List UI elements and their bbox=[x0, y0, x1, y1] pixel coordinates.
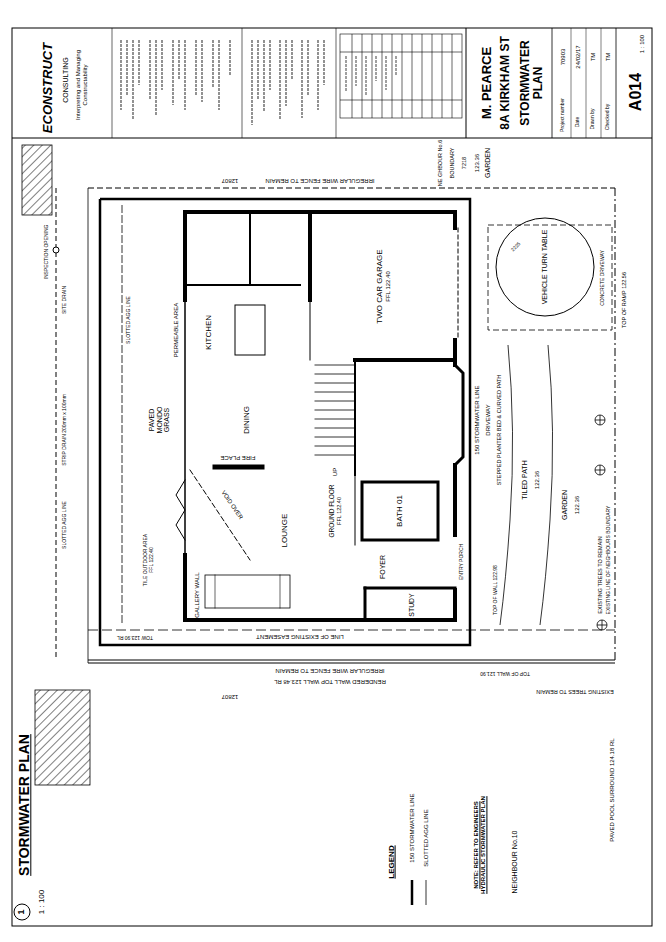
view-number-circle bbox=[14, 904, 30, 920]
annotation-label: 7218 bbox=[461, 157, 467, 169]
legend-text: SLOTTED AGG LINE bbox=[423, 809, 430, 866]
annotation-label: TILE OUTDOOR AREA FFL 122.40 bbox=[143, 530, 154, 590]
annotation-label: EXISTING TREES TO REMAIN bbox=[536, 689, 613, 695]
neighbour-hatch bbox=[22, 145, 90, 785]
legend-samples bbox=[412, 880, 426, 905]
floor-level: FFL 122.40 bbox=[336, 497, 342, 525]
annotation-label: INSPECTION OPENING bbox=[44, 224, 50, 279]
room-area: TWO CAR GARAGEFFL 122.40 bbox=[315, 216, 450, 356]
room-area: STUDY bbox=[370, 592, 452, 617]
room-area: BATH 01 bbox=[364, 484, 436, 538]
room-name: BATH 01 bbox=[395, 495, 404, 527]
annotation-label: SLOTTED AGG LINE bbox=[126, 296, 132, 344]
annotation-label: LEGEND bbox=[388, 845, 397, 878]
annotation-label: ECONSTRUCT bbox=[41, 43, 55, 133]
drawing-title: STORMWATER PLAN bbox=[17, 734, 32, 876]
annotation-label: 70903 bbox=[560, 49, 567, 66]
legend-text: 150 STORMWATER LINE bbox=[409, 793, 416, 862]
annotation-label: 150 STORMWATER LINE bbox=[474, 385, 481, 454]
annotation-label: PAVED MONDO GRASS bbox=[148, 404, 171, 436]
room-area: LOUNGE bbox=[255, 490, 312, 570]
annotation-label: RENDERED WALL TOP WALL 123.48 RL bbox=[274, 679, 386, 686]
annotation-label: Project number bbox=[560, 98, 566, 132]
annotation-label: UP bbox=[332, 468, 339, 476]
room-name: DINING bbox=[241, 406, 250, 434]
annotation-label: TM bbox=[590, 53, 597, 62]
title-block-fine-print bbox=[121, 40, 324, 125]
annotation-label: TOP OF WALL 122.98 bbox=[493, 565, 499, 615]
annotation-label: A014 bbox=[627, 73, 645, 111]
annotation-label: 8A KIRKHAM ST bbox=[499, 36, 512, 130]
annotation-label: CONSULTING bbox=[62, 57, 70, 102]
landscape bbox=[488, 225, 612, 630]
annotation-label: 12807 bbox=[222, 178, 239, 185]
annotation-label: 122.36 bbox=[534, 471, 541, 489]
annotation-label: PERMEABLE AREA bbox=[173, 303, 180, 357]
annotation-label: EXISTING LINE OF NEIGHBOURS BOUNDARY bbox=[606, 506, 612, 615]
annotation-label: CONCRETE DRIVEWAY bbox=[600, 250, 606, 306]
annotation-label: FIRE PLACE bbox=[220, 455, 255, 462]
room-name: GROUND FLOOR bbox=[328, 484, 335, 537]
annotation-label: GARDEN bbox=[484, 148, 492, 178]
annotation-label: LINE OF EXISTING EASEMENT bbox=[256, 634, 344, 641]
annotation-label: TOP OF RAMP 122.56 bbox=[621, 272, 627, 328]
annotation-label: 24/02/17 bbox=[575, 45, 582, 68]
room-area: GROUND FLOORFFL 122.40 bbox=[318, 480, 352, 542]
turntable-circle: VEHICLE TURN TABLE bbox=[495, 217, 595, 317]
room-name: VEHICLE TURN TABLE bbox=[541, 230, 549, 305]
annotation-label: M. PEARCE bbox=[480, 47, 494, 119]
annotation-label: TOP OF WALL 121.90 bbox=[480, 670, 530, 676]
room-name: KITCHEN bbox=[204, 315, 213, 350]
sheet-frame bbox=[12, 28, 652, 926]
annotation-label: IRREGULAR WIRE FENCE TO REMAIN bbox=[265, 178, 374, 185]
annotation-label: Date bbox=[575, 117, 581, 128]
annotation-label: TM bbox=[605, 53, 612, 62]
annotation-label: 122.36 bbox=[574, 496, 581, 514]
room-name: FOYER bbox=[379, 555, 387, 579]
annotation-label: STORMWATER PLAN bbox=[519, 37, 545, 129]
annotation-label: Drawn by bbox=[590, 108, 596, 129]
annotation-label: GARDEN bbox=[561, 490, 569, 520]
annotation-label: NE GHBOUR No.6 bbox=[437, 140, 443, 186]
house-walls bbox=[176, 212, 463, 620]
annotation-label: NEIGHBOUR No.10 bbox=[511, 830, 519, 893]
room-area: KITCHEN bbox=[192, 290, 225, 375]
annotation-label: BOUNDARY bbox=[449, 147, 455, 178]
annotation-label: 123.36 bbox=[474, 154, 481, 172]
annotation-label: EXISTING TREES TO REMAIN bbox=[597, 536, 603, 613]
annotation-label: 1 bbox=[17, 909, 27, 914]
floor-level: FFL 122.40 bbox=[384, 271, 391, 301]
annotation-label: ENTRY PORCH bbox=[459, 544, 465, 580]
annotation-label: Checked by bbox=[605, 104, 611, 130]
room-name: TWO CAR GARAGE bbox=[374, 249, 383, 323]
annotation-label: 12807 bbox=[222, 694, 239, 701]
annotation-label: SITE DRAIN bbox=[62, 286, 68, 314]
annotation-label: SLOTTED AGG LINE bbox=[62, 501, 68, 549]
room-name: STUDY bbox=[407, 593, 415, 616]
revision-table bbox=[340, 34, 462, 118]
site-boundaries bbox=[53, 188, 615, 663]
annotation-label: GALLERY WALL bbox=[194, 572, 201, 617]
annotation-label: TOW 123.90 RL bbox=[117, 634, 153, 640]
stormwater-line bbox=[100, 199, 470, 645]
annotation-label: STEPPED PLANTER BED & CURVED PATH bbox=[496, 375, 502, 486]
annotation-label: PAVED POOL SURROUND 124.18 RL bbox=[609, 738, 616, 841]
annotation-label: NOTE: REFER TO ENGINEERS HYDRAULIC STORM… bbox=[473, 789, 486, 901]
room-area: FOYER bbox=[360, 548, 406, 586]
room-name: LOUNGE bbox=[279, 513, 288, 547]
annotation-label: IRREGULAR WIRE FENCE TO REMAIN bbox=[275, 668, 384, 675]
room-area: DINING bbox=[192, 382, 300, 457]
annotation-label: VOID OVER bbox=[220, 489, 244, 520]
annotation-label: DRIVEWAY bbox=[485, 404, 492, 435]
annotation-label: 2225 bbox=[510, 241, 522, 253]
annotation-label: TILED PATH bbox=[521, 460, 529, 499]
annotation-label: 1 : 100 bbox=[639, 35, 646, 53]
annotation-label: Interpreting and Managing Constructabili… bbox=[75, 39, 88, 131]
annotation-label: 1 : 100 bbox=[38, 890, 47, 914]
annotation-label: STRIP DRAIN 200mm x 100mm bbox=[62, 394, 68, 466]
